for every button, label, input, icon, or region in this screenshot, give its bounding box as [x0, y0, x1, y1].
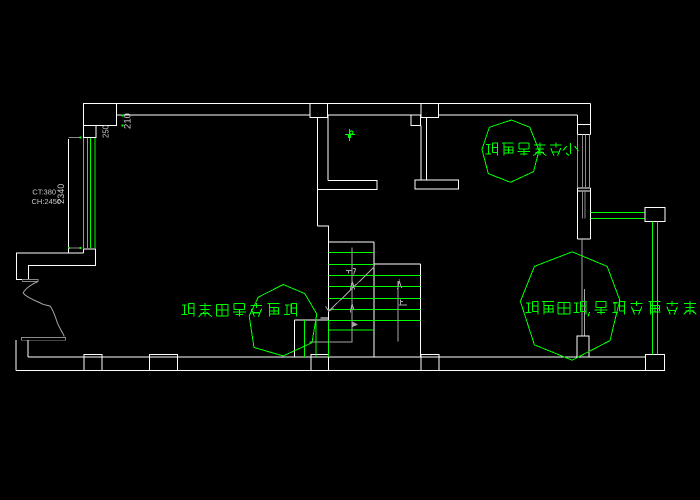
svg-text:CH:2450: CH:2450	[32, 197, 62, 206]
svg-text:CT:380: CT:380	[32, 188, 56, 197]
svg-text:250: 250	[102, 124, 111, 138]
svg-text:210: 210	[122, 113, 133, 129]
svg-text:2340: 2340	[56, 184, 66, 204]
